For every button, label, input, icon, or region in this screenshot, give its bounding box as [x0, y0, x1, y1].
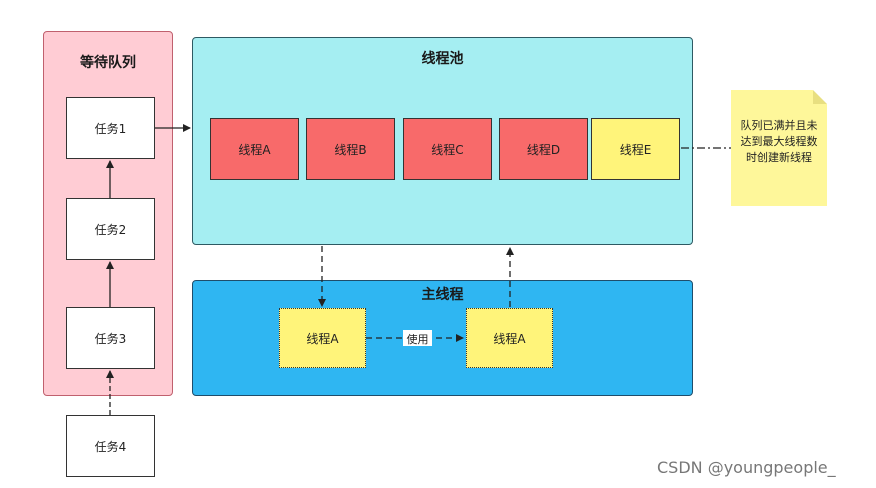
task-4: 任务4 — [66, 415, 155, 477]
thread-a: 线程A — [210, 118, 299, 180]
thread-e: 线程E — [591, 118, 680, 180]
thread-c: 线程C — [403, 118, 492, 180]
sticky-note-fold — [813, 90, 827, 104]
use-label-bg — [403, 330, 432, 346]
main-thread-right: 线程A — [466, 308, 553, 368]
thread-d: 线程D — [499, 118, 588, 180]
main-thread: 主线程 — [192, 280, 693, 396]
waiting-queue-title: 等待队列 — [80, 55, 136, 71]
sticky-note: 队列已满并且未达到最大线程数时创建新线程 — [731, 90, 827, 206]
use-label: 使用 — [406, 333, 429, 346]
watermark: CSDN @youngpeople_ — [657, 458, 836, 477]
main-thread-left: 线程A — [279, 308, 366, 368]
sticky-note-text: 队列已满并且未达到最大线程数时创建新线程 — [740, 119, 818, 164]
thread-pool-title: 线程池 — [421, 51, 464, 67]
task-1: 任务1 — [66, 97, 155, 159]
task-2: 任务2 — [66, 198, 155, 260]
thread-b: 线程B — [306, 118, 395, 180]
task-3: 任务3 — [66, 307, 155, 369]
main-thread-title: 主线程 — [421, 287, 464, 303]
